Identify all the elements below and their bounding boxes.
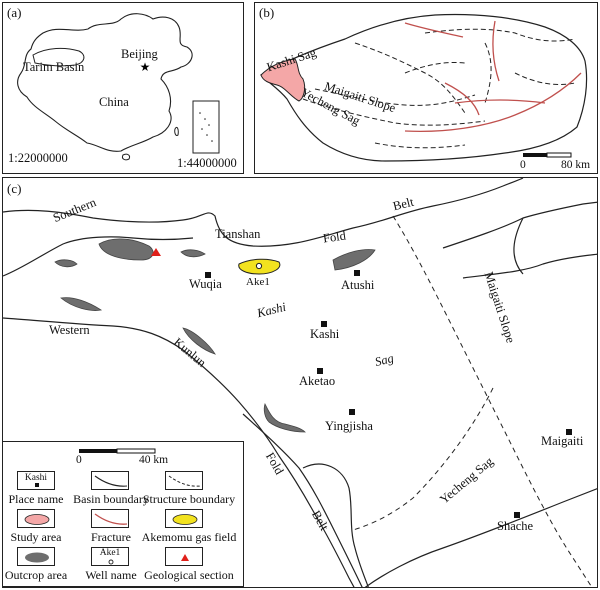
place-china: China [99, 95, 129, 109]
legend-well-name-sample: Ake1 [91, 547, 129, 566]
legend-study-area-sample [17, 509, 55, 528]
beijing-star-icon: ★ [140, 60, 151, 74]
place-yingjisha: Yingjisha [325, 419, 373, 433]
place-shache: Shache [497, 519, 534, 533]
place-aketao: Aketao [299, 374, 336, 388]
study-area-detail-map [3, 178, 597, 587]
well-ake1-label: Ake1 [246, 276, 270, 288]
legend-place-sample-text: Kashi [24, 473, 48, 483]
well-ake1-marker [255, 262, 263, 270]
legend-graphics [79, 448, 156, 454]
outcrop-areas [54, 238, 376, 433]
legend-outcrop-sample [17, 547, 55, 566]
scale-inset: 1:44000000 [177, 156, 237, 170]
panel-a-china-map: (a) ★ Tarim Basin Beijing China 1:220000… [2, 2, 244, 174]
scale-bar-white [546, 152, 572, 158]
inset-frame [192, 100, 220, 154]
tarim-basin-outline [32, 47, 85, 67]
geological-section-marker [151, 248, 161, 256]
panel-b-tarim-map: (b) Kashi Sag Maigaiti Slope Yecheng Sag… [254, 2, 598, 174]
legend-label-outcrop-area: Outcrop area [4, 568, 68, 582]
map-legend: 0 40 km Kashi Place name Basin boundary … [2, 441, 244, 587]
china-outline [17, 13, 193, 152]
legend-place-square-icon [35, 483, 39, 487]
structure-boundaries [352, 215, 593, 587]
scale-bar-black [523, 153, 547, 157]
china-outline-map: ★ [17, 13, 220, 161]
legend-well-sample-text: Ake1 [99, 548, 121, 558]
place-atushi: Atushi [341, 278, 375, 292]
basin-boundaries [3, 178, 597, 587]
panel-b-label: (b) [259, 5, 275, 20]
scale-bar-white [116, 448, 156, 454]
legend-geological-section-sample [165, 547, 203, 566]
panel-c-study-area-map: (c) [2, 177, 598, 588]
panel-a-label: (a) [7, 5, 22, 20]
legend-structure-boundary-sample [165, 471, 203, 490]
scale-zero: 0 [520, 159, 526, 171]
legend-fracture-sample [91, 509, 129, 528]
scale-main: 1:22000000 [8, 151, 68, 165]
scale-distance: 80 km [561, 159, 591, 171]
panel-c-label: (c) [7, 181, 22, 196]
taiwan-island [174, 126, 179, 136]
legend-label-well-name: Well name [85, 568, 137, 582]
legend-basin-boundary-sample [91, 471, 129, 490]
legend-scale-zero: 0 [76, 454, 82, 466]
scale-bar-black [79, 449, 117, 453]
label-fold-top: Fold [322, 228, 347, 246]
place-kashi: Kashi [310, 327, 340, 341]
study-area [260, 58, 306, 102]
basin-boundary [260, 13, 588, 162]
fracture-lines [404, 20, 582, 132]
hainan-island [122, 153, 130, 161]
legend-label-geological-section: Geological section [144, 568, 234, 582]
legend-scale-distance: 40 km [139, 454, 169, 466]
tarim-basin-map [260, 13, 588, 162]
legend-label-fracture: Fracture [91, 530, 131, 544]
legend-gas-field-sample [165, 509, 203, 528]
place-maigaiti: Maigaiti [541, 434, 584, 448]
south-china-sea-islands [199, 112, 213, 142]
legend-place-name-sample: Kashi [17, 471, 55, 490]
place-markers [205, 270, 572, 518]
legend-label-place-name: Place name [8, 492, 64, 506]
legend-label-basin-boundary: Basin boundary [73, 492, 149, 506]
legend-label-gas-field: Akemomu gas field [141, 530, 237, 544]
legend-label-structure-boundary: Structure boundary [142, 492, 236, 506]
place-tarim-basin: Tarim Basin [23, 60, 85, 74]
legend-label-study-area: Study area [10, 530, 62, 544]
place-wuqia: Wuqia [189, 277, 222, 291]
label-tianshan: Tianshan [215, 227, 261, 241]
place-beijing: Beijing [121, 47, 158, 61]
label-western: Western [49, 323, 90, 337]
